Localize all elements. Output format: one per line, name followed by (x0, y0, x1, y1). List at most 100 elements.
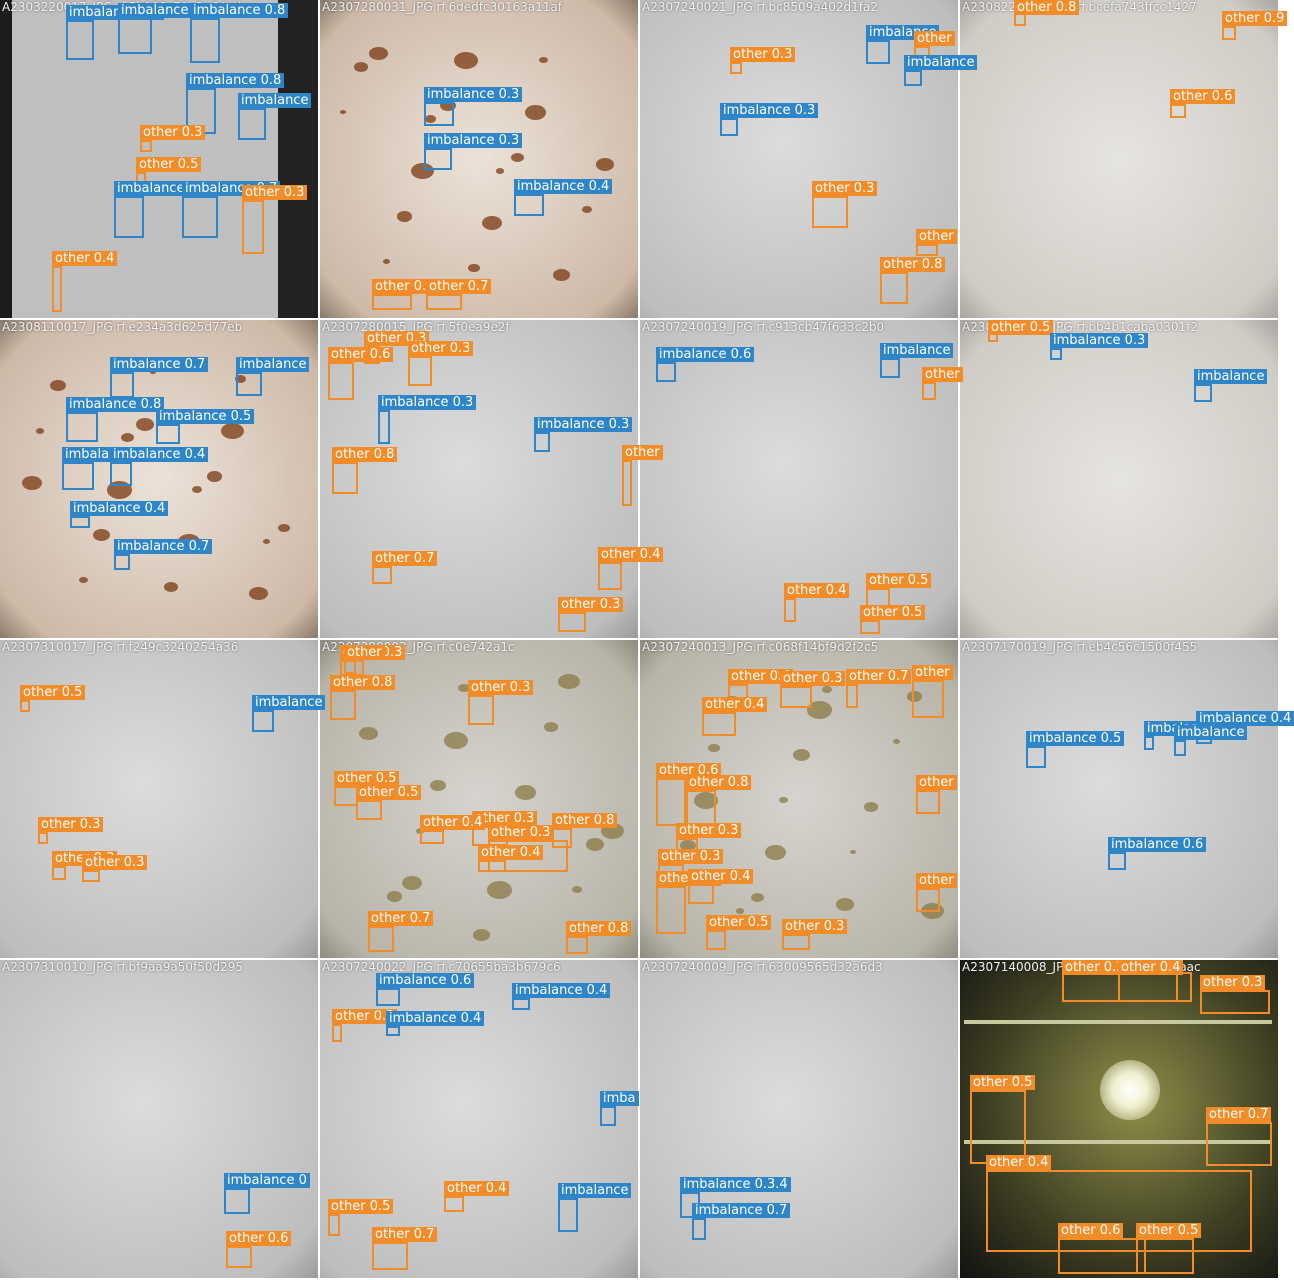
detection-box[interactable] (378, 410, 390, 444)
detection-box[interactable] (52, 866, 66, 880)
detection-box[interactable] (1136, 1238, 1194, 1274)
detection-box[interactable] (344, 660, 356, 674)
detection-box[interactable] (38, 832, 48, 844)
detection-box[interactable] (328, 1214, 340, 1236)
detection-box[interactable] (52, 266, 62, 312)
detection-box[interactable] (534, 432, 550, 452)
detection-box[interactable] (70, 516, 90, 528)
detection-box[interactable] (372, 1242, 408, 1270)
detection-box[interactable] (916, 888, 940, 912)
detection-box[interactable] (66, 412, 98, 442)
detection-box[interactable] (242, 200, 264, 254)
detection-box[interactable] (904, 70, 922, 86)
detection-box[interactable] (922, 382, 936, 400)
detection-box[interactable] (1144, 736, 1154, 750)
detection-box[interactable] (468, 695, 494, 725)
detection-box[interactable] (238, 108, 266, 140)
detection-box[interactable] (1194, 384, 1212, 402)
detection-box[interactable] (426, 294, 462, 310)
detection-box[interactable] (656, 362, 676, 382)
detection-box[interactable] (252, 710, 274, 732)
detection-box[interactable] (182, 196, 218, 238)
detection-box[interactable] (702, 712, 736, 736)
detection-box[interactable] (970, 1090, 1026, 1164)
detection-box[interactable] (368, 926, 394, 952)
detection-box[interactable] (600, 1106, 616, 1126)
detection-box[interactable] (1118, 972, 1178, 1002)
detection-box[interactable] (622, 460, 632, 506)
detection-box[interactable] (512, 998, 530, 1010)
detection-box[interactable] (408, 356, 432, 386)
detection-box[interactable] (82, 870, 100, 882)
image-tile[interactable]: A2307280003_JPG.rf.c0e742a1cother 0.3oth… (320, 640, 638, 958)
detection-box[interactable] (1200, 990, 1270, 1014)
detection-box[interactable] (114, 554, 130, 570)
detection-box[interactable] (478, 860, 506, 872)
image-tile[interactable]: A2303220017_JPG.rf.5b998c79e2a64edimbala… (0, 0, 318, 318)
detection-box[interactable] (334, 786, 358, 806)
detection-box[interactable] (860, 620, 880, 634)
detection-box[interactable] (1170, 104, 1186, 118)
detection-box[interactable] (420, 830, 444, 844)
detection-box[interactable] (912, 680, 944, 718)
detection-box[interactable] (1026, 746, 1046, 768)
detection-box[interactable] (720, 118, 738, 136)
detection-box[interactable] (330, 690, 356, 720)
detection-box[interactable] (692, 1218, 706, 1240)
detection-box[interactable] (236, 372, 262, 396)
detection-box[interactable] (566, 936, 588, 954)
detection-box[interactable] (846, 684, 858, 708)
detection-box[interactable] (356, 800, 382, 820)
detection-box[interactable] (226, 1246, 252, 1268)
detection-box[interactable] (110, 372, 134, 398)
detection-box[interactable] (916, 244, 938, 256)
detection-box[interactable] (114, 196, 144, 238)
detection-box[interactable] (730, 62, 742, 74)
detection-box[interactable] (372, 566, 392, 584)
detection-box[interactable] (444, 1196, 464, 1212)
detection-box[interactable] (190, 18, 220, 63)
detection-box[interactable] (156, 424, 180, 444)
detection-box[interactable] (558, 612, 586, 632)
detection-box[interactable] (514, 194, 544, 216)
detection-box[interactable] (880, 358, 900, 378)
detection-box[interactable] (424, 148, 452, 170)
detection-box[interactable] (376, 988, 400, 1006)
detection-box[interactable] (1050, 348, 1062, 360)
detection-box[interactable] (1206, 1122, 1272, 1166)
image-tile[interactable]: A2308220012_JPG.rf.bcefa743ffcc1427other… (960, 0, 1288, 318)
detection-box[interactable] (424, 102, 454, 126)
detection-box[interactable] (598, 562, 622, 590)
detection-box[interactable] (140, 140, 152, 152)
detection-box[interactable] (110, 462, 132, 486)
detection-box[interactable] (20, 700, 30, 712)
detection-box[interactable] (1222, 26, 1236, 40)
detection-box[interactable] (656, 778, 686, 826)
detection-box[interactable] (688, 884, 714, 904)
detection-box[interactable] (118, 18, 152, 54)
detection-box[interactable] (372, 294, 412, 310)
detection-box[interactable] (328, 362, 354, 400)
detection-box[interactable] (224, 1188, 250, 1214)
detection-box[interactable] (780, 686, 812, 708)
detection-box[interactable] (558, 1198, 578, 1232)
detection-box[interactable] (880, 272, 908, 304)
detection-box[interactable] (812, 196, 848, 228)
detection-box[interactable] (866, 40, 890, 64)
image-tile[interactable]: A2307140008_JPG.rf.251e420adda8aacother … (960, 960, 1278, 1278)
detection-box[interactable] (916, 790, 940, 814)
detection-box[interactable] (62, 462, 94, 490)
detection-box[interactable] (784, 598, 796, 622)
detection-box[interactable] (332, 462, 358, 494)
detection-box[interactable] (1108, 852, 1126, 870)
detection-box[interactable] (1058, 1238, 1146, 1274)
detection-box[interactable] (986, 1170, 1252, 1252)
